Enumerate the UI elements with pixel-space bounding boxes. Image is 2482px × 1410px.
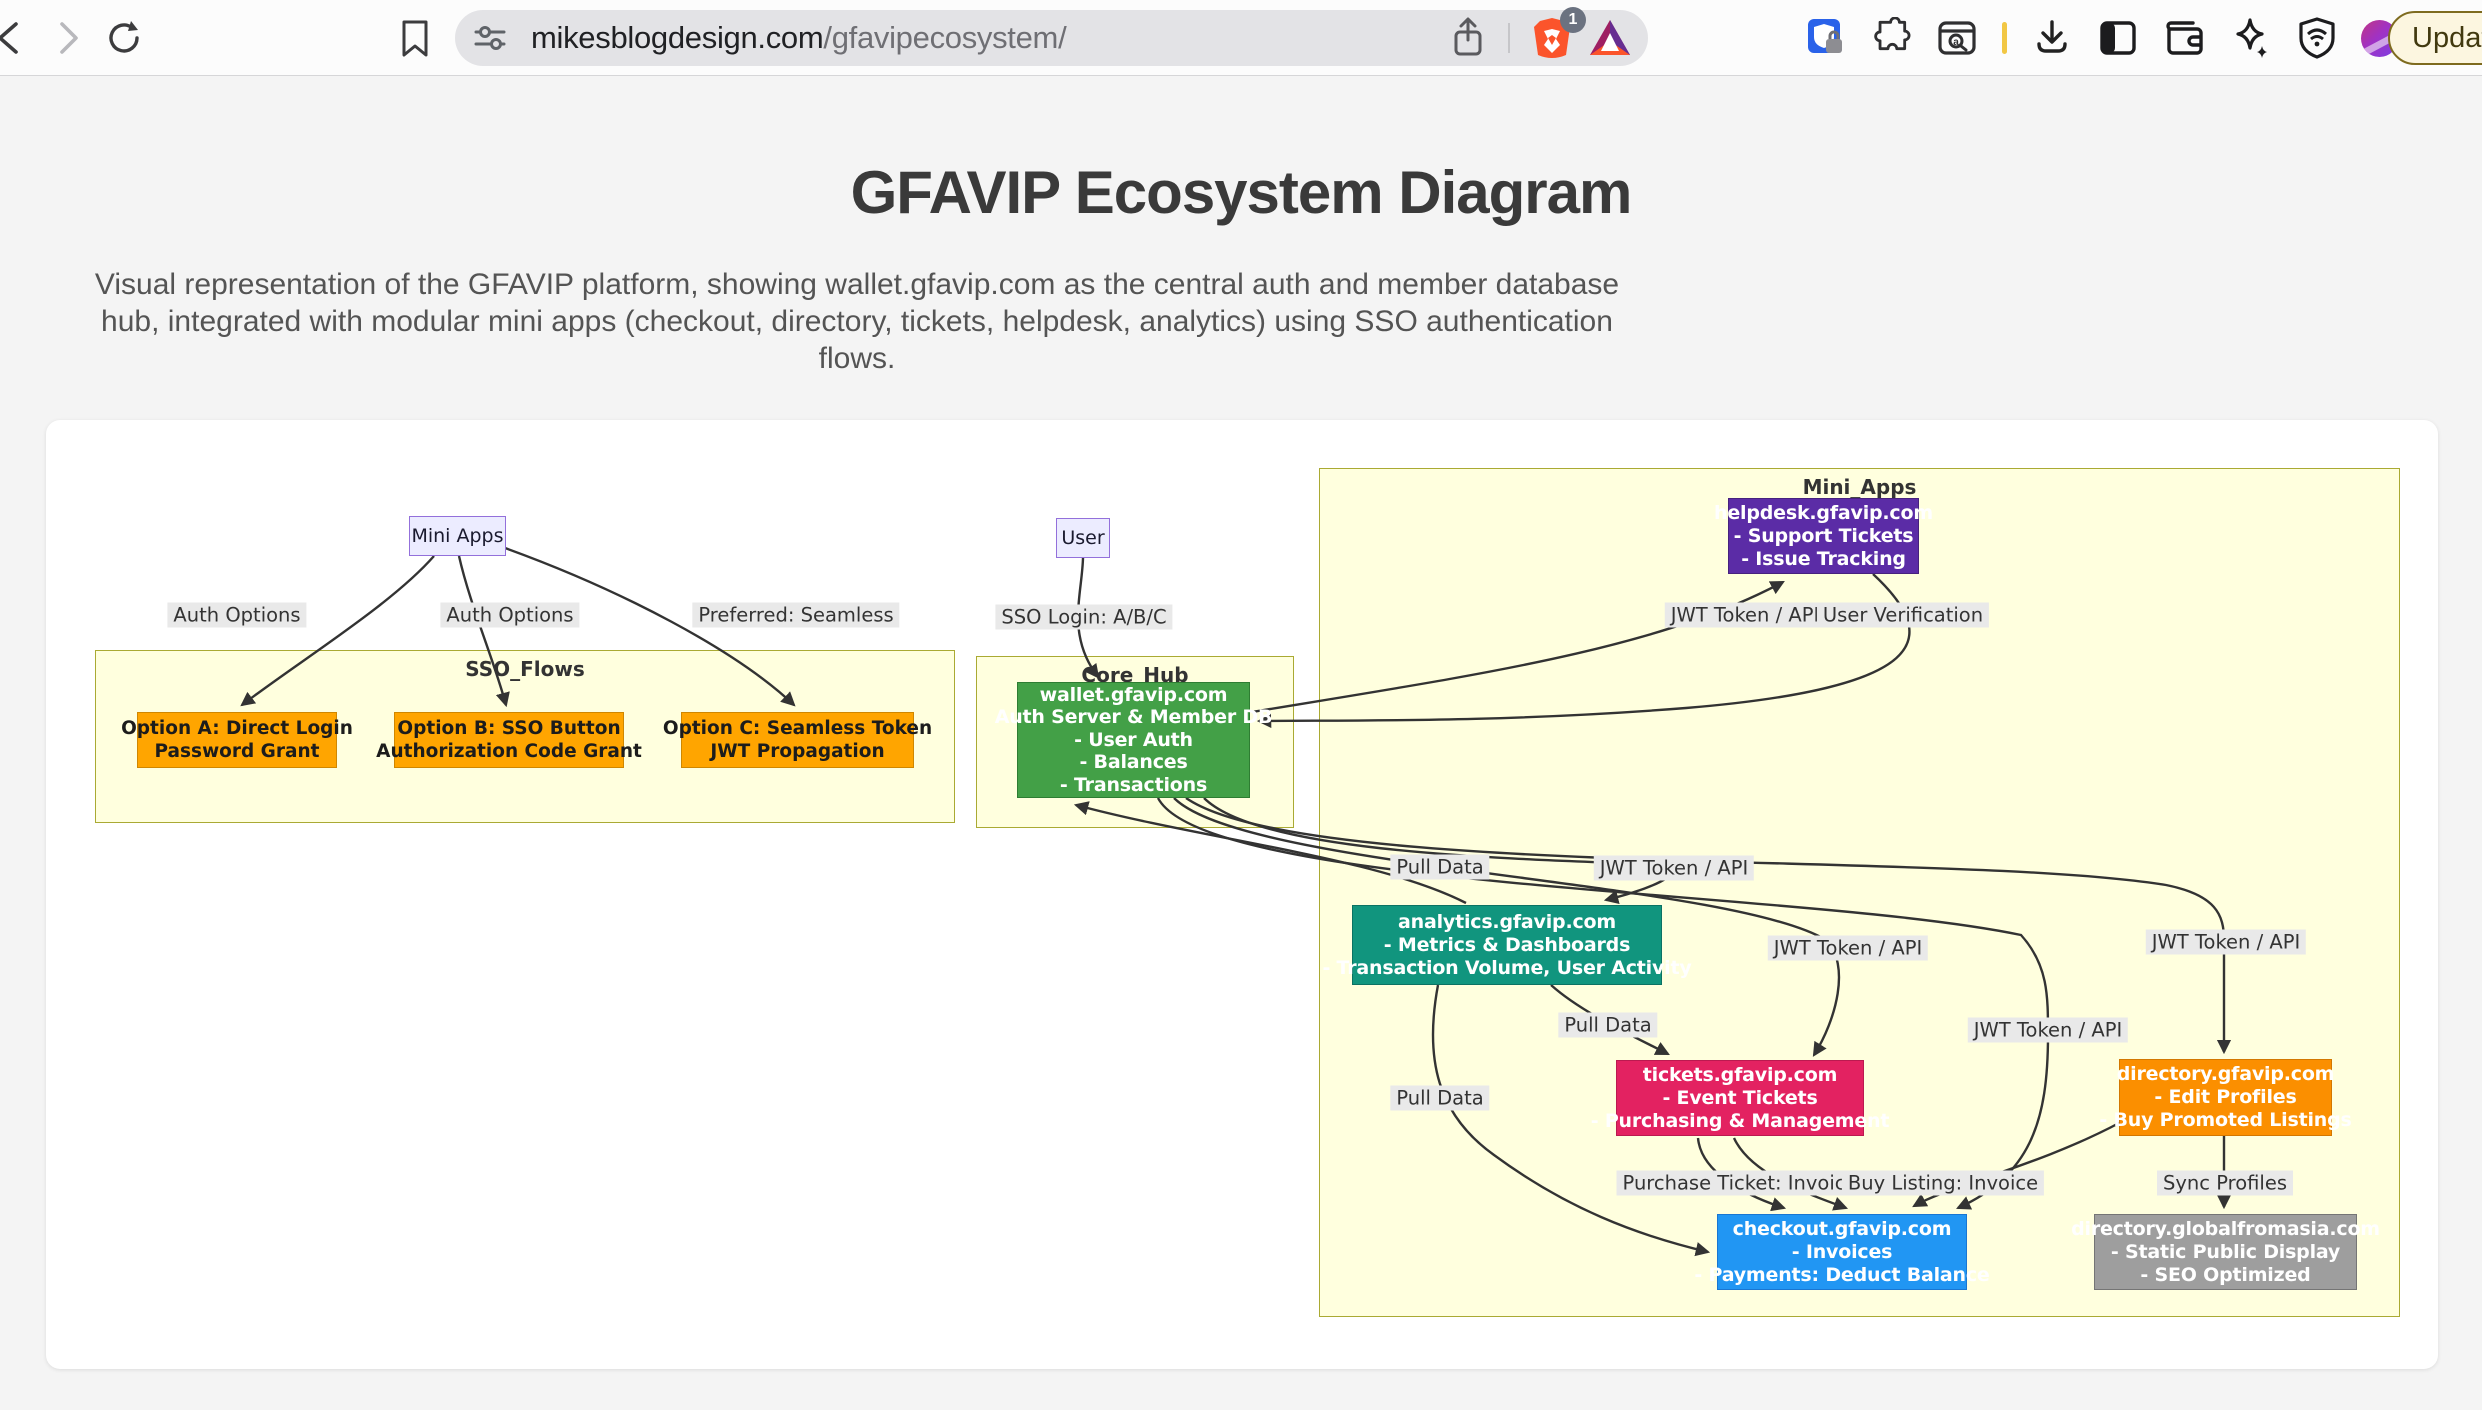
url-path: /gfavipecosystem/ — [823, 20, 1067, 55]
edge-analytics-wallet — [1073, 801, 1467, 905]
bookmark-icon[interactable] — [395, 18, 435, 58]
node-option-c[interactable]: Option C: Seamless Token JWT Propagation — [663, 712, 932, 768]
subgraph-mini-apps-label: Mini_Apps — [1802, 475, 1917, 499]
shield-badge: 1 — [1560, 7, 1586, 33]
edge-label-jwt-helpdesk: JWT Token / API — [1664, 602, 1826, 628]
edge-wallet-checkout — [1156, 797, 2050, 1210]
edge-miniapps-optionC — [504, 546, 796, 707]
url-text[interactable]: mikesblogdesign.com/gfavipecosystem/ — [531, 20, 1067, 56]
extensions-puzzle-icon[interactable] — [1870, 17, 1912, 59]
node-analytics[interactable]: analytics.gfavip.com - Metrics & Dashboa… — [1322, 905, 1692, 985]
node-mini-apps[interactable]: Mini Apps — [409, 516, 506, 556]
pill-divider — [1508, 23, 1510, 53]
edge-label-jwt-directory: JWT Token / API — [2145, 929, 2307, 955]
edge-wallet-helpdesk — [1251, 580, 1785, 714]
svg-text:a: a — [1953, 37, 1959, 48]
edge-label-buy-listing: Buy Listing: Invoice — [1841, 1170, 2045, 1196]
toolbar-extension-area: a — [1806, 0, 2482, 76]
node-option-b[interactable]: Option B: SSO Button Authorization Code … — [376, 712, 642, 768]
edge-analytics-checkout — [1431, 984, 1711, 1257]
edge-label-user-verification: User Verification — [1816, 602, 1990, 628]
reload-icon[interactable] — [104, 18, 144, 58]
edge-wallet-analytics — [1203, 797, 1673, 905]
page-description: Visual representation of the GFAVIP plat… — [94, 268, 1620, 375]
privacy-shield-icon[interactable] — [1806, 17, 1846, 59]
node-wallet[interactable]: wallet.gfavip.com Auth Server & Member D… — [995, 682, 1272, 798]
edge-miniapps-optionB — [457, 555, 510, 708]
edge-label-pull-data-tickets: Pull Data — [1558, 1012, 1658, 1038]
search-window-icon[interactable]: a — [1936, 17, 1978, 59]
subgraph-sso-flows-label: SSO_Flows — [465, 657, 585, 681]
edge-wallet-directory — [1185, 797, 2232, 1055]
node-directory[interactable]: directory.gfavip.com - Edit Profiles - B… — [2099, 1059, 2352, 1136]
leo-sparkles-icon[interactable] — [2231, 16, 2273, 60]
wallet-icon[interactable] — [2163, 17, 2207, 59]
edge-label-pull-data-checkout: Pull Data — [1390, 1085, 1490, 1111]
node-checkout[interactable]: checkout.gfavip.com - Invoices - Payment… — [1694, 1214, 1990, 1290]
url-domain: mikesblogdesign.com — [531, 20, 824, 55]
node-helpdesk[interactable]: helpdesk.gfavip.com - Support Tickets - … — [1714, 498, 1933, 574]
url-bar[interactable]: mikesblogdesign.com/gfavipecosystem/ 1 — [455, 7, 1648, 66]
node-globalfromasia[interactable]: directory.globalfromasia.com - Static Pu… — [2071, 1214, 2380, 1290]
edge-label-sync-profiles: Sync Profiles — [2157, 1170, 2293, 1196]
bat-rewards-icon[interactable] — [1588, 17, 1632, 59]
node-option-a[interactable]: Option A: Direct Login Password Grant — [121, 712, 353, 768]
edge-label-preferred-seamless: Preferred: Seamless — [692, 602, 900, 628]
page-title: GFAVIP Ecosystem Diagram — [850, 159, 1633, 226]
edge-label-auth-options-2: Auth Options — [440, 602, 580, 628]
back-icon[interactable] — [0, 18, 32, 58]
browser-toolbar: mikesblogdesign.com/gfavipecosystem/ 1 — [0, 0, 2482, 76]
edge-label-auth-options-1: Auth Options — [167, 602, 307, 628]
yellow-separator — [2002, 22, 2007, 54]
edge-label-jwt-checkout: JWT Token / API — [1967, 1017, 2129, 1043]
edge-helpdesk-wallet — [1256, 573, 1911, 729]
diagram-card: SSO_Flows Core_Hub Mini_Apps — [46, 420, 2438, 1369]
edge-label-purchase-ticket: Purchase Ticket: Invoice — [1616, 1170, 1864, 1196]
edge-label-pull-data-analytics: Pull Data — [1390, 854, 1490, 880]
node-user[interactable]: User — [1056, 518, 1110, 558]
sidebar-icon[interactable] — [2097, 17, 2139, 59]
edge-label-jwt-analytics: JWT Token / API — [1593, 855, 1755, 881]
forward-icon[interactable] — [48, 18, 88, 58]
download-icon[interactable] — [2031, 17, 2073, 59]
edge-label-sso-login: SSO Login: A/B/C — [995, 604, 1173, 630]
node-tickets[interactable]: tickets.gfavip.com - Event Tickets - Pur… — [1591, 1060, 1889, 1136]
tune-icon[interactable] — [471, 19, 509, 57]
brave-shield-icon[interactable]: 1 — [1530, 7, 1586, 61]
share-icon[interactable] — [1448, 16, 1488, 60]
edge-miniapps-optionA — [240, 555, 435, 707]
edge-wallet-tickets — [1173, 797, 1841, 1057]
edge-label-jwt-tickets: JWT Token / API — [1767, 935, 1929, 961]
vpn-shield-icon[interactable] — [2297, 16, 2337, 60]
ecosystem-diagram: SSO_Flows Core_Hub Mini_Apps — [46, 420, 2438, 1369]
update-button[interactable]: Update — [2388, 11, 2482, 65]
